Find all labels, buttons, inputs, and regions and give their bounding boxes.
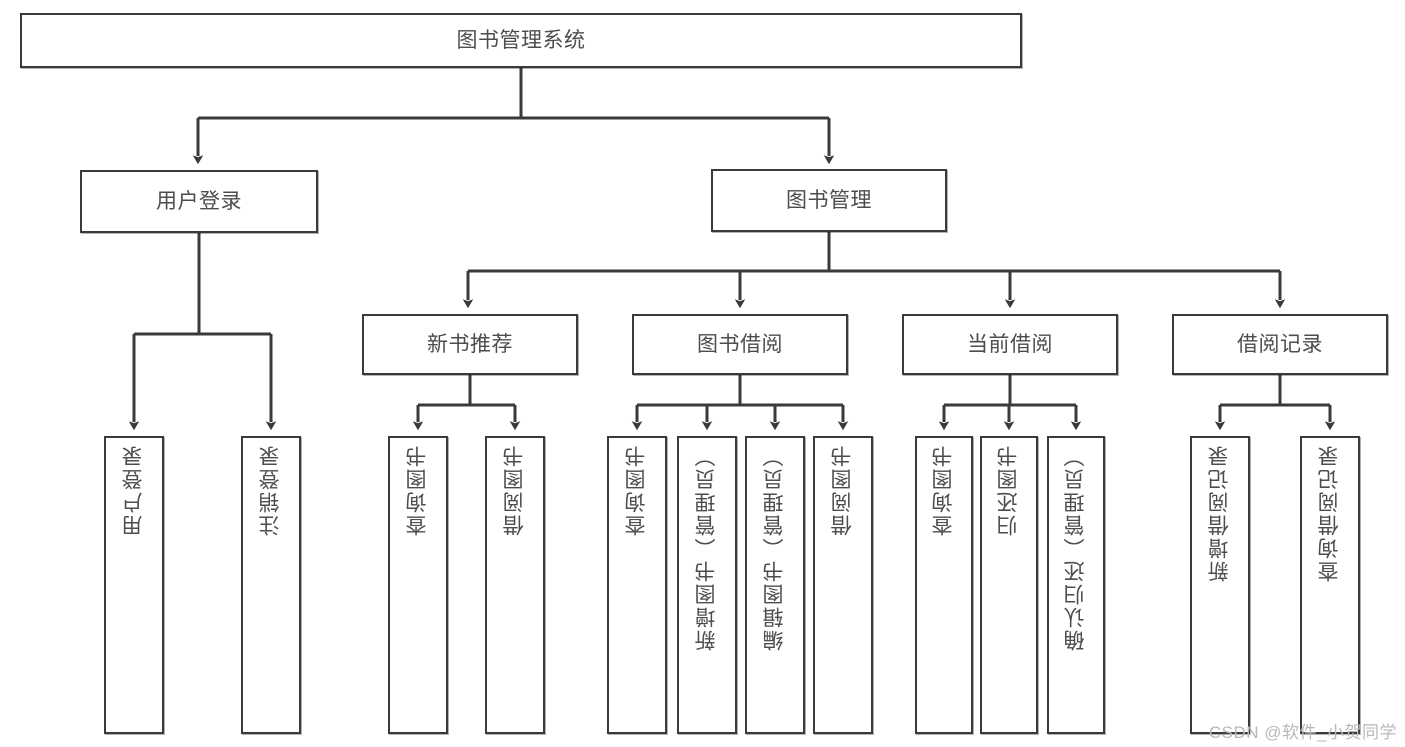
edge-group-user-login (128, 233, 277, 431)
node-leaf-query-book-2-label: 查询图书 (624, 444, 648, 536)
node-book-manage-label: 图书管理 (786, 188, 872, 212)
node-leaf-query-book-2[interactable]: 查询图书 (607, 436, 667, 734)
node-user-login[interactable]: 用户登录 (80, 170, 318, 233)
edge-group-new-book-recommend (412, 375, 521, 431)
node-leaf-query-book-1-label: 查询图书 (405, 444, 429, 536)
node-current-borrow-label: 当前借阅 (967, 332, 1053, 356)
node-leaf-confirm-return[interactable]: 确认归还（管理员） (1047, 436, 1105, 734)
edge-group-book-borrow (631, 375, 849, 431)
node-leaf-edit-book[interactable]: 编辑图书（管理员） (745, 436, 805, 734)
edge-group-book-manage (462, 232, 1286, 309)
node-leaf-query-record[interactable]: 查询借阅记录 (1300, 436, 1360, 734)
node-leaf-query-record-label: 查询借阅记录 (1317, 444, 1341, 582)
node-leaf-user-login[interactable]: 用户登录 (104, 436, 164, 734)
node-new-book-recommend[interactable]: 新书推荐 (362, 314, 578, 375)
edge-group-current-borrow (938, 375, 1082, 431)
node-borrow-record[interactable]: 借阅记录 (1172, 314, 1388, 375)
node-leaf-logout-login-label: 注销登录 (258, 444, 282, 536)
node-leaf-add-record[interactable]: 新增借阅记录 (1190, 436, 1250, 734)
node-leaf-borrow-book-2-label: 借阅图书 (830, 444, 854, 536)
node-leaf-add-record-label: 新增借阅记录 (1207, 444, 1231, 582)
edge-group-root (192, 68, 835, 165)
node-book-borrow[interactable]: 图书借阅 (632, 314, 848, 375)
csdn-watermark: CSDN @软件_小贺同学 (1208, 723, 1397, 742)
node-leaf-borrow-book-1-label: 借阅图书 (502, 444, 526, 536)
node-leaf-borrow-book-2[interactable]: 借阅图书 (813, 436, 873, 734)
node-leaf-return-book-label: 归还图书 (996, 444, 1020, 536)
node-leaf-query-book-3-label: 查询图书 (931, 444, 955, 536)
node-current-borrow[interactable]: 当前借阅 (902, 314, 1118, 375)
node-book-borrow-label: 图书借阅 (697, 332, 783, 356)
node-borrow-record-label: 借阅记录 (1237, 332, 1323, 356)
node-root-label: 图书管理系统 (456, 28, 586, 52)
node-leaf-logout-login[interactable]: 注销登录 (241, 436, 301, 734)
node-leaf-query-book-3[interactable]: 查询图书 (915, 436, 973, 734)
node-leaf-confirm-return-label: 确认归还（管理员） (1063, 444, 1087, 651)
node-leaf-return-book[interactable]: 归还图书 (980, 436, 1038, 734)
node-leaf-query-book-1[interactable]: 查询图书 (388, 436, 448, 734)
node-leaf-add-book-label: 新增图书（管理员） (694, 444, 718, 651)
node-leaf-borrow-book-1[interactable]: 借阅图书 (485, 436, 545, 734)
node-leaf-add-book[interactable]: 新增图书（管理员） (677, 436, 737, 734)
node-leaf-user-login-label: 用户登录 (121, 444, 145, 536)
node-book-manage[interactable]: 图书管理 (711, 169, 947, 232)
node-root[interactable]: 图书管理系统 (20, 13, 1022, 68)
node-leaf-edit-book-label: 编辑图书（管理员） (762, 444, 786, 651)
edge-group-borrow-record (1214, 375, 1336, 431)
node-user-login-label: 用户登录 (156, 189, 242, 213)
node-new-book-recommend-label: 新书推荐 (427, 332, 513, 356)
